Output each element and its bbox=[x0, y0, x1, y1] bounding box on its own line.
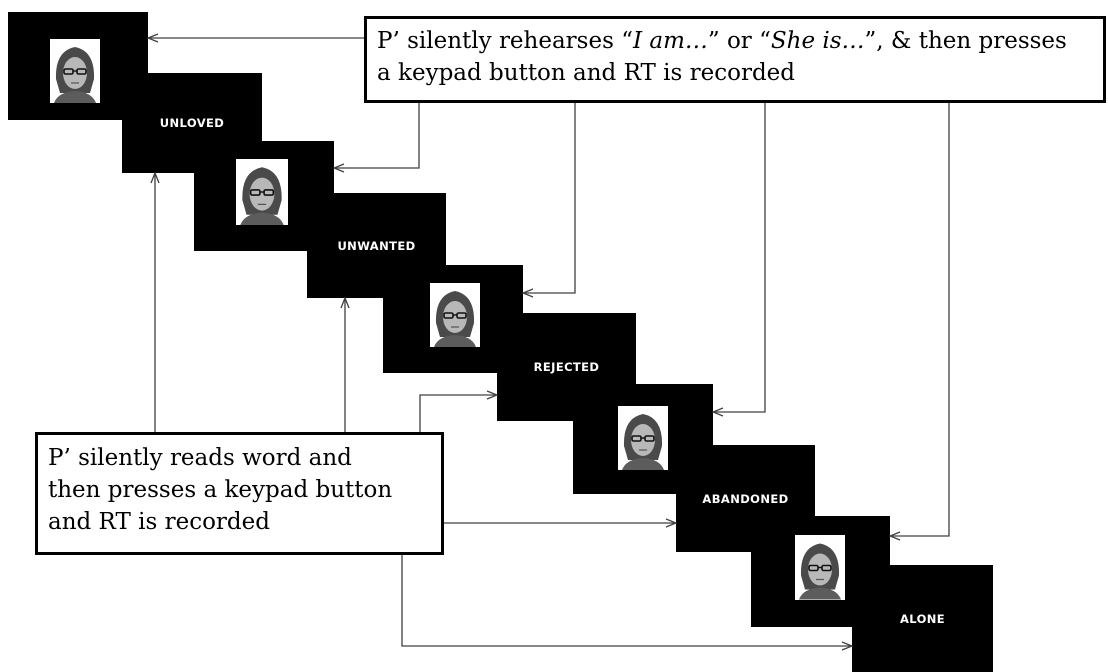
rehearse-text-she-is: She is… bbox=[770, 28, 865, 54]
word-label: UNWANTED bbox=[337, 238, 416, 253]
read-callout: P’ silently reads word and then presses … bbox=[35, 432, 444, 555]
face-photo bbox=[430, 283, 480, 347]
word-slide: ALONE bbox=[852, 565, 993, 672]
arrow-rehearse-face-2 bbox=[334, 103, 420, 168]
read-callout-line-2: then presses a keypad button bbox=[48, 477, 393, 503]
arrow-rehearse-face-4 bbox=[713, 103, 766, 412]
word-label: UNLOVED bbox=[159, 116, 225, 130]
rehearse-text-i-am: I am… bbox=[632, 28, 708, 54]
rehearse-text-c: ”, & then presses bbox=[864, 28, 1067, 54]
rehearse-text-a: P’ silently rehearses “ bbox=[377, 28, 633, 54]
face-photo bbox=[618, 406, 668, 470]
face-photo bbox=[50, 39, 100, 103]
rehearse-callout: P’ silently rehearses “I am…” or “She is… bbox=[364, 16, 1106, 103]
word-label: REJECTED bbox=[533, 360, 600, 374]
rehearse-callout-line-1: P’ silently rehearses “I am…” or “She is… bbox=[377, 25, 1103, 57]
arrow-read-word-3 bbox=[419, 395, 497, 432]
arrow-read-word-5 bbox=[401, 555, 852, 646]
word-label: ALONE bbox=[899, 611, 946, 626]
read-callout-line-1: P’ silently reads word and bbox=[48, 445, 352, 471]
face-photo bbox=[795, 535, 845, 600]
face-slide bbox=[8, 12, 148, 120]
rehearse-text-b: ” or “ bbox=[707, 28, 771, 54]
arrow-rehearse-face-5 bbox=[890, 103, 950, 536]
read-callout-line-3: and RT is recorded bbox=[48, 509, 270, 535]
rehearse-callout-line-2: a keypad button and RT is recorded bbox=[377, 60, 796, 86]
arrow-rehearse-face-3 bbox=[523, 103, 576, 293]
face-photo bbox=[236, 159, 288, 225]
word-label: ABANDONED bbox=[702, 491, 789, 506]
